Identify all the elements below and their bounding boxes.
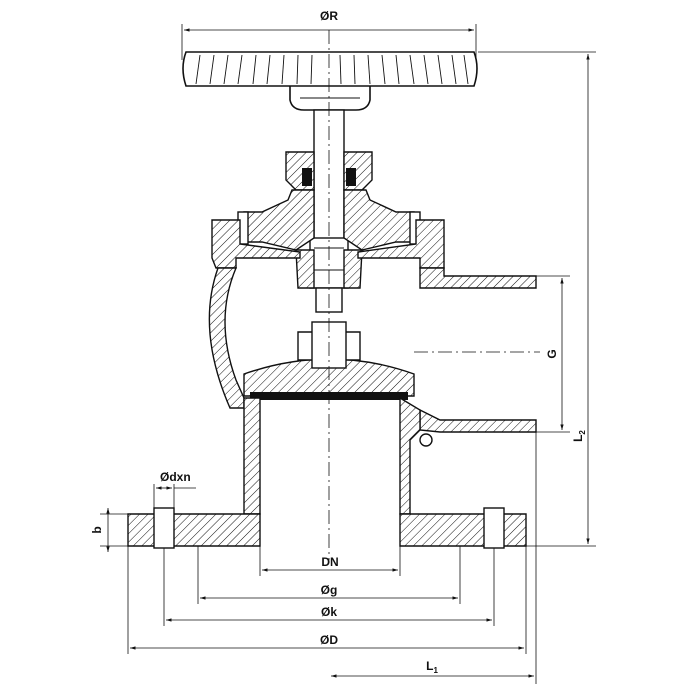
label-handwheel-diameter: ØR [320, 9, 338, 23]
label-bolt-hole: Ødxn [160, 470, 191, 484]
center-lines [328, 30, 540, 560]
label-flange-outer-diameter: ØD [320, 633, 338, 647]
label-height-sub: 2 [578, 430, 587, 435]
label-length-main: L [426, 659, 433, 673]
dimension-lines [100, 24, 596, 684]
label-length-sub: 1 [433, 666, 438, 675]
label-nominal-diameter: DN [321, 555, 338, 569]
label-height-main: L [571, 435, 585, 442]
dimension-labels: ØR G L2 Ødxn b DN Øg Øk ØD L1 [90, 9, 587, 675]
label-raised-face-diameter: Øg [321, 583, 338, 597]
label-bolt-circle-diameter: Øk [321, 605, 337, 619]
label-height: L2 [571, 430, 587, 442]
handwheel [182, 51, 478, 111]
label-flange-thickness: b [90, 526, 104, 533]
gland-nut [285, 151, 373, 191]
bonnet [237, 189, 421, 289]
label-thread-size: G [545, 349, 559, 358]
handwheel-knurling [195, 54, 469, 85]
label-length: L1 [426, 659, 438, 675]
